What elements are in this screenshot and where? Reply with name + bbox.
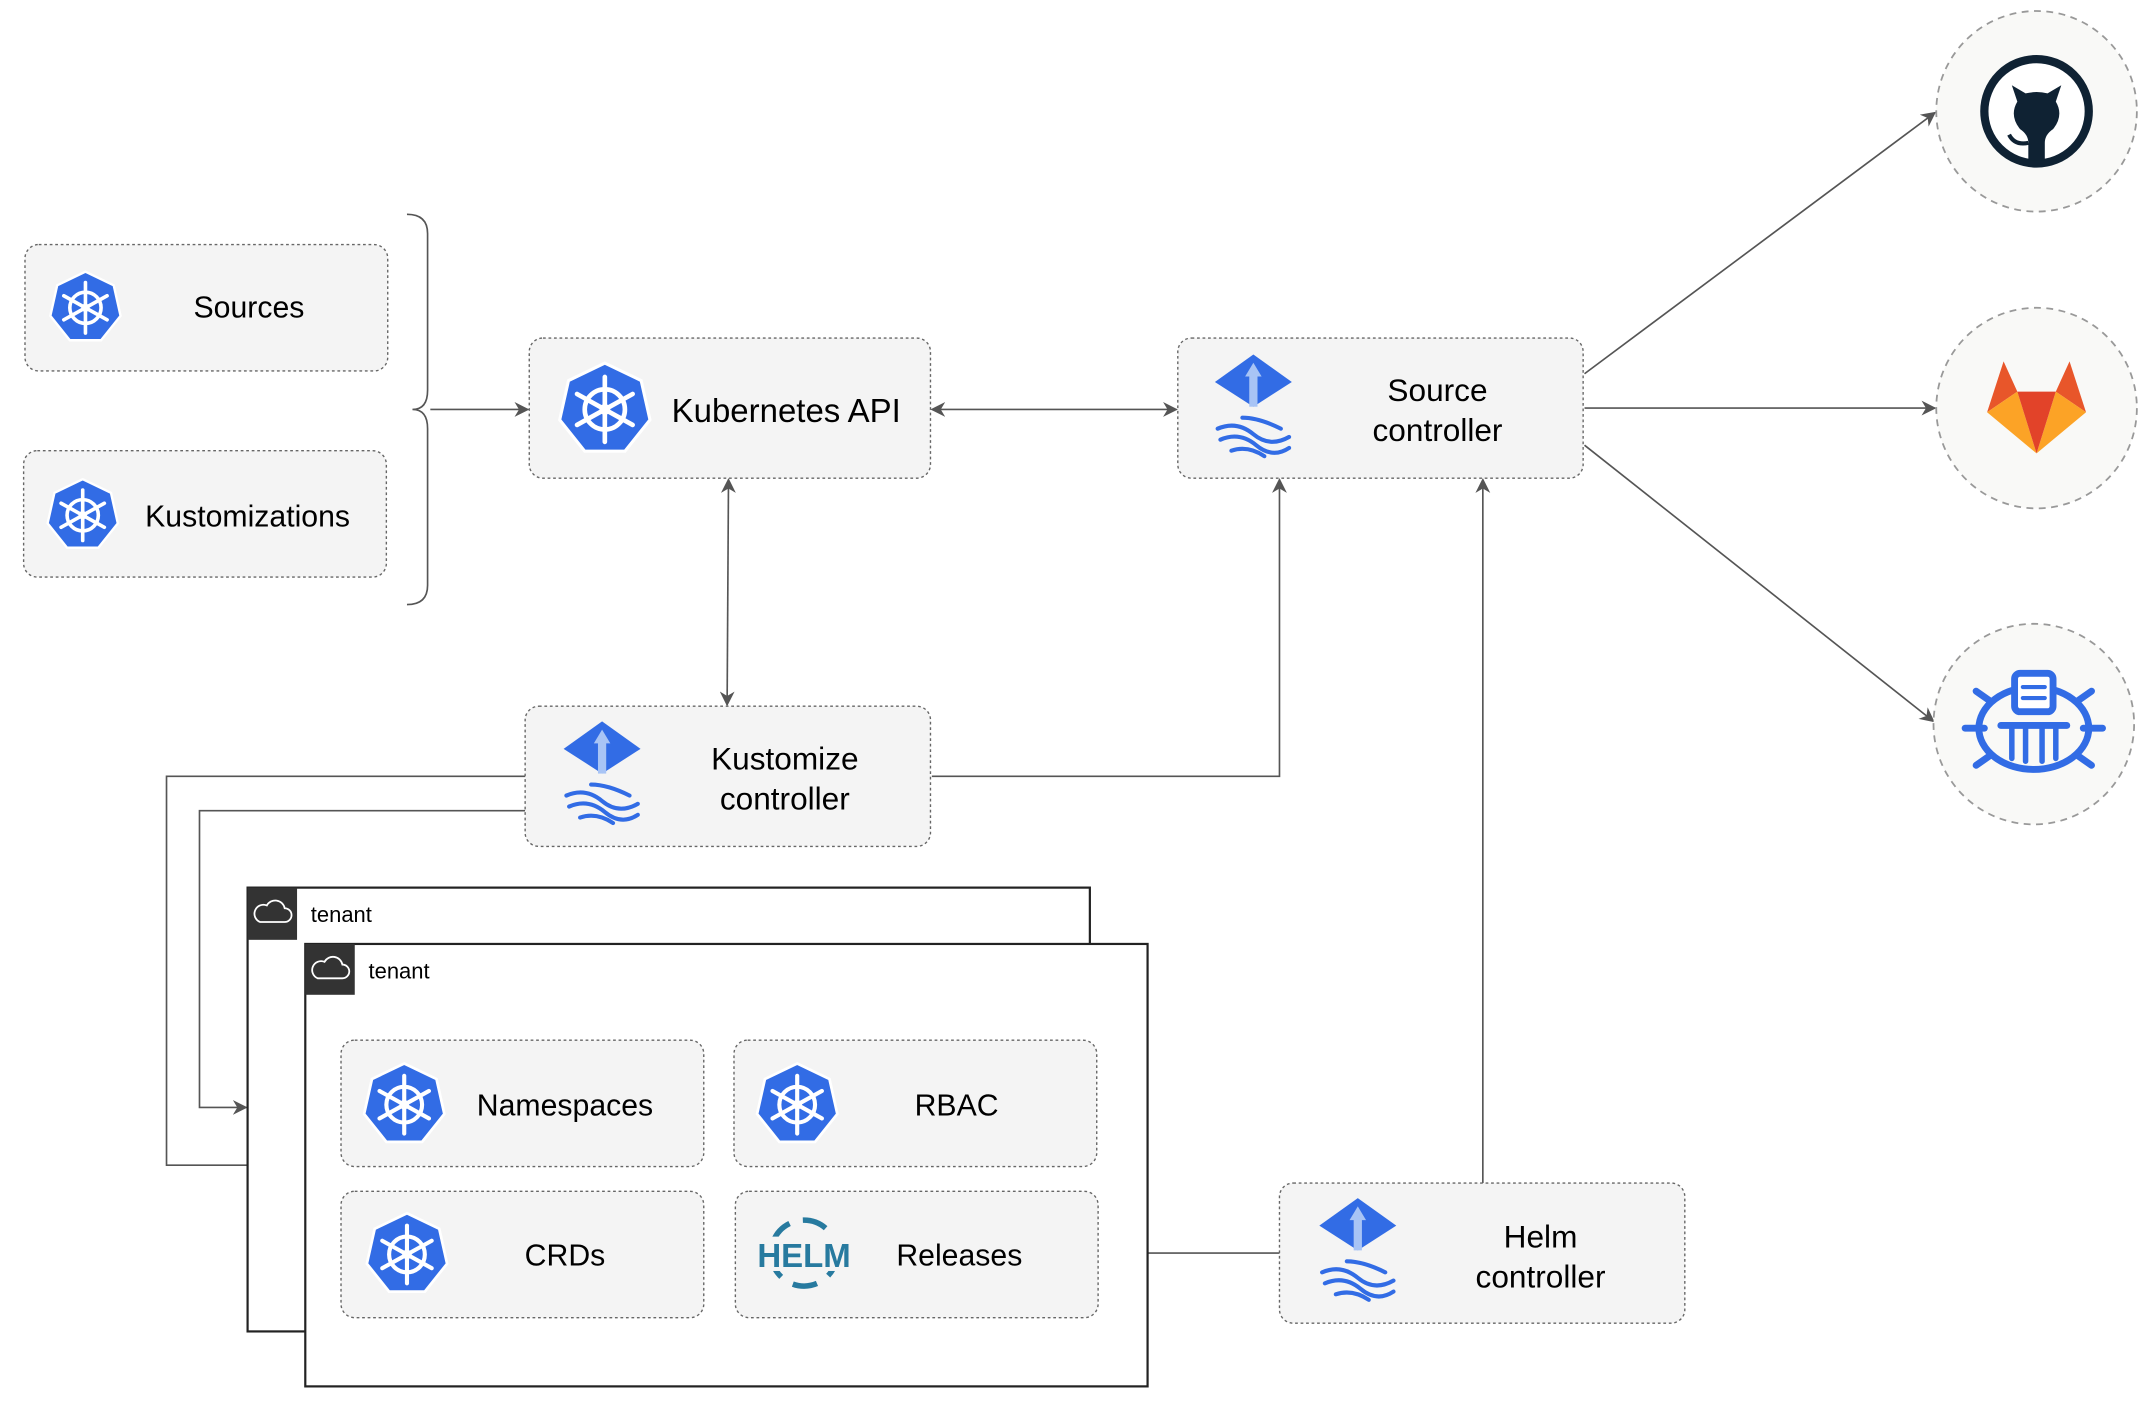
helm-controller-label-2: controller: [1476, 1258, 1606, 1294]
helm-icon: HELM: [755, 1217, 853, 1289]
github-icon: [1980, 54, 2093, 168]
kubernetes-api-node[interactable]: Kubernetes API: [528, 337, 932, 479]
helm-controller-label-1: Helm: [1504, 1219, 1578, 1255]
kustomize-controller-label-2: controller: [720, 780, 850, 816]
kubernetes-api-label: Kubernetes API: [672, 392, 901, 429]
sources-label: Sources: [194, 291, 305, 324]
github-node[interactable]: [1935, 10, 2138, 213]
edge-source-to-github: [1584, 111, 1937, 375]
crds-label: CRDs: [525, 1239, 606, 1272]
bucket-icon: [1961, 669, 2106, 773]
releases-node[interactable]: HELM Releases: [734, 1190, 1099, 1319]
edge-api-kustomize-controller: [719, 478, 736, 707]
edge-source-to-bucket: [1583, 444, 1935, 723]
namespaces-label: Namespaces: [477, 1090, 653, 1123]
sources-node[interactable]: Sources: [24, 243, 389, 372]
tenant-label: tenant: [311, 902, 372, 927]
cloud-icon-bg: [305, 943, 355, 995]
releases-label: Releases: [896, 1239, 1022, 1272]
kustomizations-node[interactable]: Kustomizations: [22, 449, 388, 578]
tenant-label: tenant: [369, 958, 430, 983]
kustomize-controller-node[interactable]: Kustomize controller: [524, 705, 932, 848]
gitlab-node[interactable]: [1935, 306, 2138, 510]
helm-logo-text: HELM: [757, 1237, 850, 1274]
edge-kustomize-to-source: [931, 478, 1287, 778]
rbac-node[interactable]: RBAC: [733, 1039, 1098, 1168]
bucket-node[interactable]: [1932, 622, 2136, 826]
brace: [406, 213, 429, 606]
edges: [165, 111, 1937, 1261]
source-controller-node[interactable]: Source controller: [1177, 337, 1584, 479]
namespaces-node[interactable]: Namespaces: [340, 1039, 705, 1168]
tenant-front[interactable]: tenant Namespaces RBAC CRDs HELM Release…: [304, 942, 1149, 1388]
cloud-icon: [311, 955, 351, 980]
crds-node[interactable]: CRDs: [340, 1190, 705, 1319]
edge-kustomize-to-tenant-back: [198, 809, 526, 1115]
kustomizations-label: Kustomizations: [145, 500, 350, 533]
kustomize-controller-label-1: Kustomize: [711, 740, 858, 776]
cloud-icon: [253, 899, 293, 923]
cloud-icon-bg: [247, 887, 298, 940]
source-controller-label-2: controller: [1373, 412, 1503, 448]
helm-controller-node[interactable]: Helm controller: [1278, 1182, 1686, 1324]
gitlab-icon: [1987, 361, 2087, 454]
rbac-label: RBAC: [915, 1090, 999, 1123]
source-controller-label-1: Source: [1387, 372, 1487, 408]
edge-kustomize-to-tenant-front: [165, 775, 526, 1173]
